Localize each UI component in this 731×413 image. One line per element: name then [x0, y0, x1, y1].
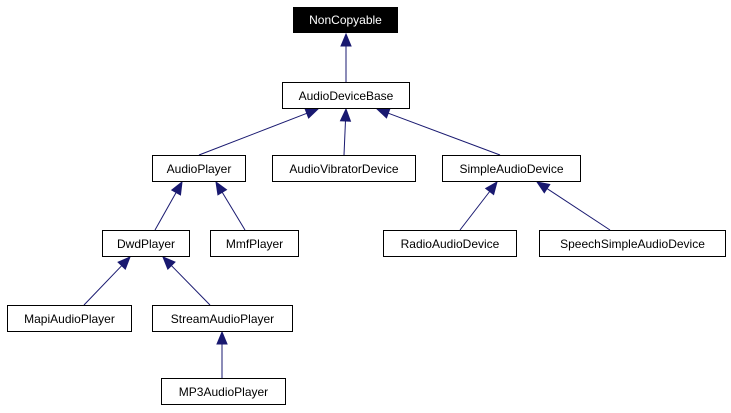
edge-audiodevicebase-noncopyable-arrowhead — [340, 32, 352, 47]
edge-mmfplayer-audioplayer-line — [221, 192, 246, 231]
edge-streamaudioplayer-dwdplayer-line — [171, 265, 211, 306]
edge-mp3audioplayer-streamaudioplayer — [216, 330, 228, 378]
node-mp3audioplayer[interactable]: MP3AudioPlayer — [161, 378, 286, 405]
node-audioplayer[interactable]: AudioPlayer — [152, 155, 246, 182]
edge-dwdplayer-audioplayer-arrowhead — [170, 180, 183, 196]
edge-mmfplayer-audioplayer-arrowhead — [215, 180, 228, 196]
edge-audioplayer-audiodevicebase — [198, 108, 320, 156]
node-mmfplayer[interactable]: MmfPlayer — [210, 230, 299, 257]
node-audiovibratordevice[interactable]: AudioVibratorDevice — [272, 155, 416, 182]
node-mapiaudioplayer[interactable]: MapiAudioPlayer — [7, 305, 132, 332]
edge-dwdplayer-audioplayer — [154, 180, 183, 231]
edge-audioplayer-audiodevicebase-line — [198, 112, 307, 156]
edge-dwdplayer-audioplayer-line — [154, 192, 177, 231]
node-audiodevicebase[interactable]: AudioDeviceBase — [282, 82, 410, 109]
edge-simpleaudiodevice-audiodevicebase — [375, 107, 501, 156]
edge-simpleaudiodevice-audiodevicebase-arrowhead — [375, 107, 391, 119]
node-speechsimpleaudiodevice[interactable]: SpeechSimpleAudioDevice — [539, 230, 726, 257]
edge-radioaudiodevice-simpleaudiodevice-arrowhead — [484, 180, 498, 196]
edge-mapiaudioplayer-dwdplayer-arrowhead — [117, 256, 131, 271]
edge-speechsimpleaudiodevice-simpleaudiodevice-line — [546, 188, 611, 231]
edge-mp3audioplayer-streamaudioplayer-arrowhead — [216, 330, 228, 345]
node-simpleaudiodevice[interactable]: SimpleAudioDevice — [442, 155, 581, 182]
edge-audioplayer-audiodevicebase-arrowhead — [304, 108, 320, 119]
node-streamaudioplayer[interactable]: StreamAudioPlayer — [152, 305, 293, 332]
edge-audiodevicebase-noncopyable — [340, 32, 352, 82]
node-noncopyable[interactable]: NonCopyable — [293, 7, 398, 33]
edge-streamaudioplayer-dwdplayer-arrowhead — [162, 256, 176, 270]
edge-mapiaudioplayer-dwdplayer — [83, 256, 131, 306]
edge-audiovibratordevice-audiodevicebase — [339, 107, 352, 156]
edge-mapiaudioplayer-dwdplayer-line — [83, 265, 123, 306]
edge-speechsimpleaudiodevice-simpleaudiodevice-arrowhead — [535, 181, 551, 194]
node-dwdplayer[interactable]: DwdPlayer — [102, 230, 190, 257]
edge-mmfplayer-audioplayer — [215, 180, 246, 231]
edge-audiovibratordevice-audiodevicebase-arrowhead — [339, 107, 352, 122]
edge-simpleaudiodevice-audiodevicebase-line — [388, 112, 501, 156]
node-radioaudiodevice[interactable]: RadioAudioDevice — [383, 230, 517, 257]
edge-streamaudioplayer-dwdplayer — [162, 256, 211, 306]
edge-radioaudiodevice-simpleaudiodevice-line — [459, 191, 491, 231]
edge-audiovibratordevice-audiodevicebase-line — [343, 120, 346, 156]
edge-speechsimpleaudiodevice-simpleaudiodevice — [535, 181, 611, 231]
edge-radioaudiodevice-simpleaudiodevice — [459, 180, 498, 231]
